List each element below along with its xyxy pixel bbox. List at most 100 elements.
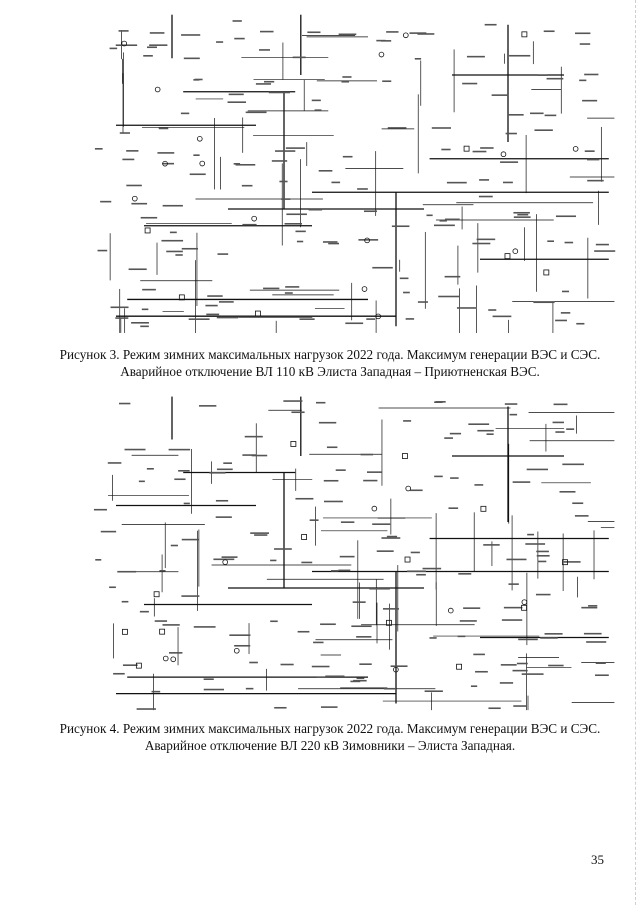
node-label-mark (500, 664, 517, 666)
node-label-mark (166, 250, 183, 253)
switch-symbol (255, 310, 261, 317)
node-label-mark (308, 208, 323, 211)
node-label-mark (342, 155, 353, 158)
node-label-mark (372, 266, 393, 269)
node-label-mark (235, 163, 256, 166)
node-label-mark (318, 421, 337, 424)
node-label-mark (574, 515, 589, 517)
node-label-mark (574, 32, 591, 35)
node-label-mark (555, 215, 577, 218)
node-label-mark (372, 523, 391, 525)
node-label-mark (181, 34, 201, 36)
node-label-mark (221, 556, 238, 558)
node-label-mark (169, 231, 177, 234)
transformer-symbol (154, 86, 161, 93)
figure-4-caption-line-2: Аварийное отключение ВЛ 220 кВ Зимовники… (144, 738, 516, 753)
node-label-mark (151, 690, 161, 693)
node-label-mark (525, 543, 546, 545)
transformer-symbol (251, 215, 257, 222)
node-label-mark (301, 561, 313, 564)
node-label-mark (233, 163, 241, 165)
node-label-mark (462, 82, 478, 85)
node-label-mark (205, 304, 218, 307)
node-label-mark (366, 318, 376, 320)
node-label-mark (335, 469, 346, 471)
node-label-mark (458, 573, 472, 575)
node-label-mark (438, 295, 460, 298)
transformer-symbol (447, 607, 454, 614)
node-label-mark (318, 170, 333, 172)
node-label-mark (581, 606, 598, 609)
switch-symbol (386, 619, 392, 626)
node-label-mark (564, 241, 574, 244)
node-label-mark (260, 30, 274, 33)
node-label-mark (143, 55, 153, 57)
node-label-mark (579, 79, 587, 82)
node-label-mark (475, 670, 488, 673)
node-label-mark (286, 213, 307, 216)
node-label-mark (477, 429, 494, 432)
node-label-mark (131, 202, 148, 205)
node-label-mark (270, 559, 277, 562)
switch-symbol (135, 662, 142, 669)
transformer-symbol (121, 40, 127, 47)
node-label-mark (410, 489, 423, 492)
figure-3-caption-line-1: Рисунок 3. Режим зимних максимальных наг… (59, 347, 601, 362)
node-label-mark (352, 601, 366, 603)
transformer-symbol (233, 647, 240, 654)
transformer-symbol (199, 160, 206, 167)
node-label-mark (473, 653, 485, 656)
node-label-mark (193, 154, 200, 156)
node-label-mark (466, 55, 485, 58)
node-label-mark (296, 240, 304, 243)
node-label-mark (449, 432, 462, 435)
transformer-symbol (375, 313, 381, 320)
node-label-mark (215, 516, 232, 518)
switch-symbol (504, 253, 511, 260)
node-label-mark (399, 277, 409, 280)
node-label-mark (218, 301, 234, 303)
node-label-mark (488, 707, 501, 710)
node-label-mark (95, 559, 102, 561)
node-label-mark (241, 184, 253, 187)
node-label-mark (188, 318, 210, 320)
node-label-mark (216, 316, 239, 319)
switch-symbol (456, 663, 462, 670)
node-label-mark (340, 521, 355, 523)
scan-edge-line (634, 0, 636, 905)
node-label-mark (508, 583, 519, 585)
node-label-mark (546, 77, 564, 80)
node-label-mark (325, 675, 345, 678)
switch-symbol (159, 628, 166, 635)
node-label-mark (457, 635, 466, 638)
node-label-mark (131, 321, 149, 324)
node-label-mark (109, 586, 116, 589)
switch-symbol (153, 591, 160, 598)
node-label-mark (530, 112, 544, 115)
node-label-mark (244, 435, 263, 438)
node-label-mark (527, 533, 535, 536)
node-label-mark (416, 573, 426, 576)
node-label-mark (126, 150, 139, 152)
node-label-mark (535, 593, 551, 596)
node-label-mark (139, 610, 149, 613)
node-label-mark (444, 218, 460, 221)
node-label-mark (281, 198, 291, 200)
node-label-mark (141, 308, 149, 311)
transformer-symbol (500, 151, 507, 158)
node-label-mark (503, 181, 513, 184)
node-label-mark (203, 688, 224, 691)
node-label-mark (284, 223, 302, 225)
node-label-mark (255, 83, 272, 85)
node-label-mark (534, 129, 553, 131)
network-diagram-figure-4-drawing (93, 396, 615, 711)
node-label-mark (311, 665, 330, 668)
node-label-mark (446, 181, 467, 184)
node-label-mark (168, 448, 191, 451)
transformer-symbol (572, 146, 579, 152)
node-label-mark (472, 242, 491, 245)
node-label-mark (162, 162, 175, 165)
node-label-mark (275, 150, 296, 152)
node-label-mark (94, 148, 103, 150)
node-label-mark (250, 532, 269, 534)
